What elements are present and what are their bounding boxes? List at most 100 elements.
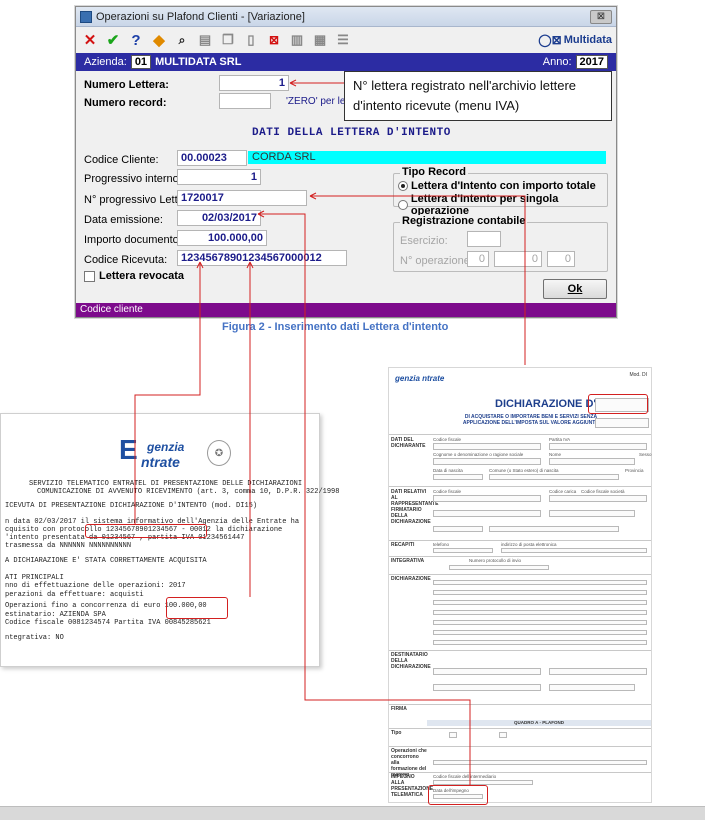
status-bar: Codice cliente xyxy=(76,303,616,317)
doc-left-line: SERVIZIO TELEMATICO ENTRATEL DI PRESENTA… xyxy=(29,480,303,488)
doc-left-line: ATI PRINCIPALI xyxy=(5,574,64,582)
numero-record-input[interactable] xyxy=(219,93,271,109)
attach-icon[interactable]: ▥ xyxy=(290,32,304,47)
form-box xyxy=(489,526,619,532)
help-icon[interactable]: ? xyxy=(131,31,141,49)
field-label: Data dell'impegno xyxy=(433,788,469,793)
page-icon[interactable]: ▯ xyxy=(247,32,255,47)
form-box xyxy=(433,495,541,502)
form-box xyxy=(549,668,647,675)
binoculars-icon[interactable]: ⌕ xyxy=(178,32,186,47)
highlight-data-impegno xyxy=(428,785,488,805)
toolbar: ✕ ✔ ? ◆ ⌕ ▤ ❐ ▯ ⊠ ▥ ▦ ☰ ◯⊠ Multidata xyxy=(76,27,616,53)
codice-ricevuta-label: Codice Ricevuta: xyxy=(84,254,168,266)
radio-importo-totale-label: Lettera d'Intento con importo totale xyxy=(411,180,596,192)
print-icon[interactable]: ▤ xyxy=(198,32,212,47)
doc-left-line: trasmessa da NNNNNN NNNNNNNNNN xyxy=(5,542,132,550)
list-icon[interactable]: ☰ xyxy=(337,32,349,47)
progressivo-interno-input[interactable]: 1 xyxy=(177,169,261,185)
confirm-icon[interactable]: ✔ xyxy=(106,32,120,49)
form-box xyxy=(433,510,541,517)
n-operazione-input-3[interactable]: 0 xyxy=(547,251,575,267)
codice-cliente-label: Codice Cliente: xyxy=(84,154,159,166)
plafond-window: Operazioni su Plafond Clienti - [Variazi… xyxy=(75,6,617,318)
field-label: Nome xyxy=(549,452,562,457)
checkbox-square xyxy=(84,270,95,282)
importo-input[interactable]: 100.000,00 xyxy=(177,230,267,246)
radio-dot-selected xyxy=(398,181,408,191)
figure-caption: Figura 2 - Inserimento dati Lettera d'in… xyxy=(222,321,449,333)
form-box xyxy=(549,458,635,465)
doc-left-line: estinatario: AZIENDA SPA xyxy=(5,611,106,619)
radio-singola-operazione-label: Lettera d'Intento per singola operazione xyxy=(410,193,559,217)
diamond-icon[interactable]: ◆ xyxy=(153,32,165,49)
republic-seal-icon: ✪ xyxy=(207,440,231,466)
doc-left-line: perazioni da effettuare: acquisti xyxy=(5,591,144,599)
esercizio-input[interactable] xyxy=(467,231,501,247)
section-integrativa: INTEGRATIVA xyxy=(391,558,425,564)
radio-importo-totale[interactable]: Lettera d'Intento con importo totale xyxy=(398,180,596,192)
doc-left-line: Codice fiscale 0081234574 Partita IVA 00… xyxy=(5,619,211,627)
company-name: MULTIDATA SRL xyxy=(155,56,242,68)
section-row xyxy=(389,434,651,482)
esercizio-label: Esercizio: xyxy=(400,235,448,247)
window-close-button[interactable]: ⊠ xyxy=(590,9,612,24)
delete-icon[interactable]: ⊠ xyxy=(268,33,280,47)
field-label: Codice fiscale dell'intermediario xyxy=(433,774,497,779)
field-label: Sesso xyxy=(639,452,652,457)
registrazione-title: Registrazione contabile xyxy=(400,215,528,227)
numero-lettera-input[interactable]: 1 xyxy=(219,75,289,91)
tipo-record-title: Tipo Record xyxy=(400,166,468,178)
form-box xyxy=(449,732,457,738)
importo-label: Importo documento: xyxy=(84,234,182,246)
n-operazione-input-2[interactable]: 0 xyxy=(494,251,542,267)
zero-hint: 'ZERO' per lette xyxy=(286,96,357,107)
ricevuta-document: E genzia ntrate ✪ SERVIZIO TELEMATICO EN… xyxy=(0,413,339,667)
callout-note: N° lettera registrato nell'archivio lett… xyxy=(344,71,612,121)
form-box xyxy=(433,580,647,585)
section-row xyxy=(389,650,651,702)
section-rappresentante: DATI RELATIVI AL RAPPRESENTANTE FIRMATAR… xyxy=(391,489,439,525)
section-firma: FIRMA xyxy=(391,706,407,712)
doc-left-line: cquisito con protocollo 1234567890123456… xyxy=(5,526,283,534)
lettera-revocata-checkbox[interactable]: Lettera revocata xyxy=(84,270,184,282)
multidata-logo: ◯⊠ Multidata xyxy=(538,33,612,47)
section-tipo: Tipo xyxy=(391,730,402,736)
form-box xyxy=(433,526,483,532)
form-box xyxy=(433,630,647,635)
doc-left-line: 'intento presentata da 01234567 , partit… xyxy=(5,534,245,542)
field-label: Cognome o denominazione o ragione social… xyxy=(433,452,524,457)
n-operazione-input-1[interactable]: 0 xyxy=(467,251,489,267)
codice-ricevuta-input[interactable]: 12345678901234567000012 xyxy=(177,250,347,266)
copy-icon[interactable]: ❐ xyxy=(222,32,234,47)
progressivo-interno-label: Progressivo interno: xyxy=(84,173,182,185)
section-destinatario: DESTINATARIO DELLA DICHIARAZIONE xyxy=(391,652,431,670)
close-icon[interactable]: ✕ xyxy=(83,32,97,49)
field-label: Codice carica xyxy=(549,489,577,494)
section-row xyxy=(389,728,651,744)
progressivo-lettera-label: N° progressivo Lettera: xyxy=(84,194,197,206)
field-label: Comune (o Stato estero) di nascita xyxy=(489,468,559,473)
codice-cliente-input[interactable]: 00.00023 xyxy=(177,150,247,166)
form-box xyxy=(549,684,635,691)
form-box xyxy=(549,495,647,502)
form-box xyxy=(433,548,493,553)
section-row xyxy=(389,574,651,648)
doc-left-line: ntegrativa: NO xyxy=(5,634,64,642)
form-box xyxy=(433,684,541,691)
clipboard-icon[interactable]: ▦ xyxy=(313,32,327,47)
bottom-scrollbar[interactable] xyxy=(0,806,705,820)
progressivo-lettera-input[interactable]: 1720017 xyxy=(177,190,307,206)
section-row xyxy=(389,486,651,536)
data-emissione-input[interactable]: 02/03/2017 xyxy=(177,210,261,226)
radio-singola-operazione[interactable]: Lettera d'Intento per singola operazione xyxy=(398,193,616,217)
field-label: Partita IVA xyxy=(549,437,571,442)
field-label: telefono xyxy=(433,542,450,547)
doc-left-line: COMUNICAZIONE DI AVVENUTO RICEVIMENTO (a… xyxy=(37,488,340,496)
lettera-revocata-label: Lettera revocata xyxy=(99,270,184,282)
field-label: Data di nascita xyxy=(433,468,463,473)
form-box xyxy=(433,600,647,605)
form-box xyxy=(499,732,507,738)
ok-button[interactable]: Ok xyxy=(543,279,607,299)
radio-dot xyxy=(398,200,408,210)
